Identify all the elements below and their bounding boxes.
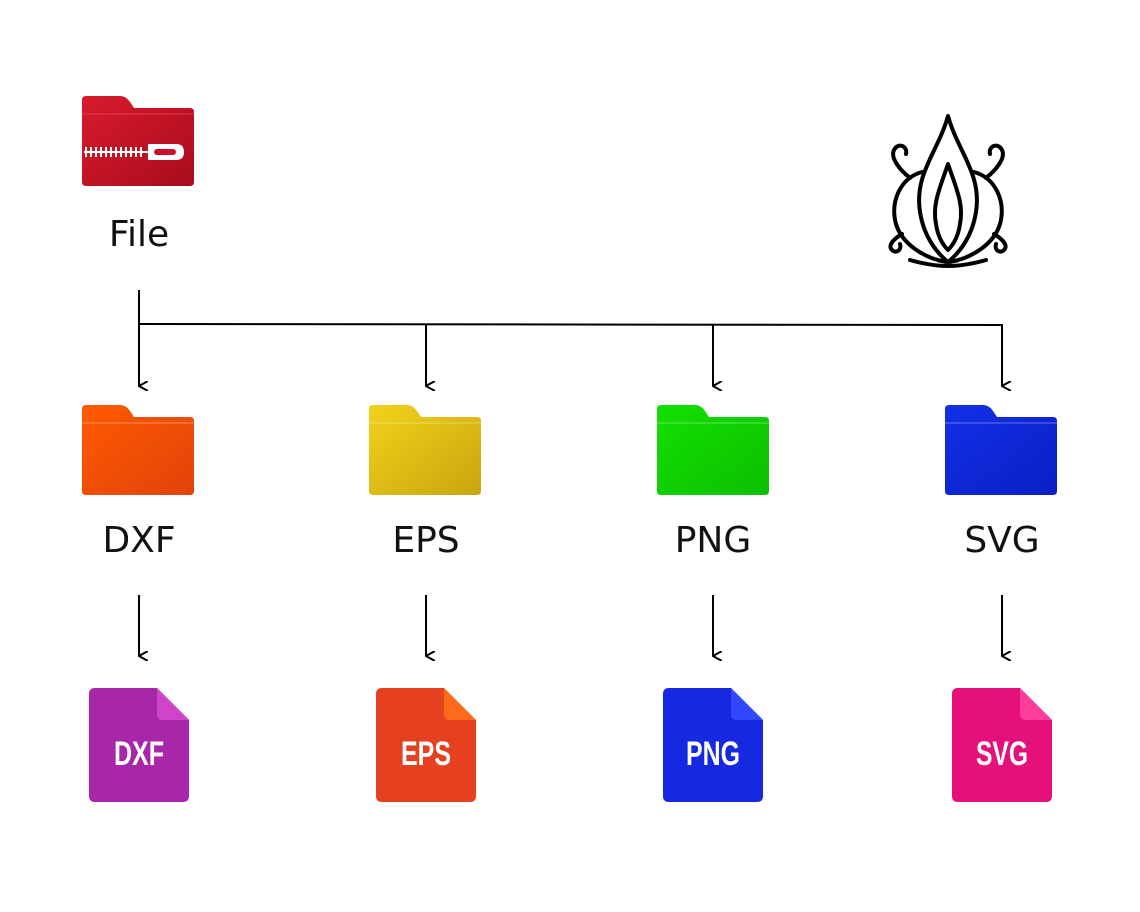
folder-icon-dxf (82, 405, 194, 495)
format-label-dxf: DXF (102, 520, 176, 561)
folder-icon-png (657, 405, 769, 495)
file-label-dxf: DXF (114, 735, 164, 773)
format-label-png: PNG (674, 520, 752, 561)
folder-icon-eps (369, 405, 481, 495)
file-icon-png: PNG (663, 688, 763, 802)
file-icon-svg: SVG (952, 688, 1052, 802)
lotus-logo-icon (888, 114, 1008, 268)
source-label: File (108, 214, 170, 255)
file-icon-eps: EPS (376, 688, 476, 802)
format-label-eps: EPS (392, 520, 460, 561)
file-icon-dxf: DXF (89, 688, 189, 802)
format-label-svg: SVG (964, 520, 1040, 561)
file-label-eps: EPS (401, 735, 451, 773)
zip-folder-icon (82, 96, 194, 186)
branch-bar (137, 323, 1004, 326)
file-label-png: PNG (686, 735, 740, 773)
folder-icon-svg (945, 405, 1057, 495)
file-label-svg: SVG (976, 735, 1028, 773)
